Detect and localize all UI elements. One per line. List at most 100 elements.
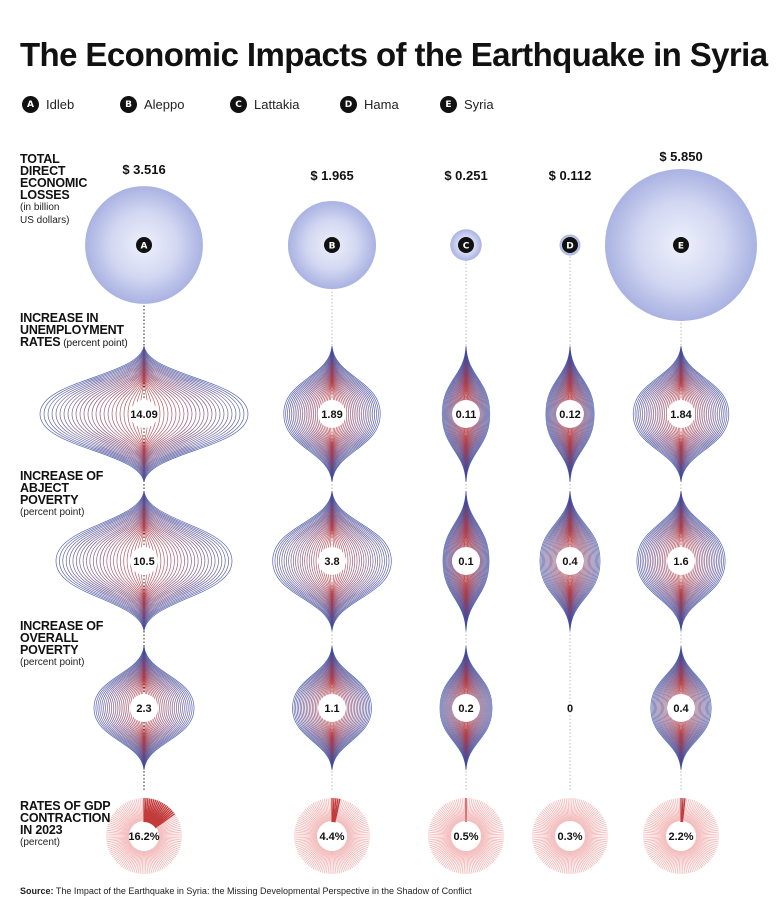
gdp-spoke — [344, 814, 365, 829]
gdp-spoke — [545, 847, 561, 866]
gdp-spoke — [452, 800, 461, 823]
gdp-spoke — [302, 845, 321, 861]
gdp-spoke — [156, 843, 177, 858]
gdp-spoke — [475, 806, 491, 825]
gdp-value-label: 16.2% — [128, 831, 159, 843]
gdp-spoke — [428, 829, 452, 835]
gdp-spoke — [676, 798, 680, 822]
gdp-spoke — [319, 850, 328, 873]
gdp-spoke — [301, 844, 321, 859]
gdp-spoke — [457, 798, 464, 822]
gdp-spoke — [567, 850, 570, 874]
gdp-spoke — [135, 798, 142, 822]
gdp-spoke — [584, 837, 608, 841]
gdp-spoke — [479, 818, 501, 830]
gdp-spoke — [540, 811, 559, 827]
gdp-spoke — [477, 845, 496, 861]
gdp-spoke — [342, 845, 361, 862]
gdp-spoke — [584, 823, 607, 832]
gdp-spoke — [431, 842, 453, 854]
gdp-spoke — [295, 840, 318, 849]
gdp-spoke — [476, 810, 495, 827]
gdp-spoke — [689, 847, 704, 867]
gdp-spoke — [567, 798, 570, 822]
gdp-spoke — [537, 843, 558, 858]
value-disc — [318, 400, 346, 428]
gdp-spoke — [534, 841, 557, 850]
gdp-center-disc — [556, 822, 584, 850]
gdp-spoke — [476, 808, 494, 826]
gdp-spoke — [584, 829, 608, 835]
gdp-spoke — [154, 845, 173, 862]
gdp-spoke — [319, 799, 328, 822]
gdp-spoke — [684, 799, 692, 822]
gdp-spoke — [547, 805, 562, 825]
gdp-spoke — [346, 839, 369, 847]
gdp-spoke — [339, 802, 352, 824]
gdp-spoke — [106, 837, 130, 841]
gdp-spoke — [584, 831, 608, 835]
gdp-spoke — [650, 844, 670, 859]
gdp-spoke — [573, 799, 581, 822]
gdp-spoke — [667, 800, 676, 823]
gdp-spoke — [690, 847, 706, 866]
gdp-spoke — [343, 811, 362, 827]
gdp-spoke — [556, 849, 565, 872]
legend-item-c: C Lattakia — [230, 96, 300, 113]
gdp-spoke — [343, 844, 363, 859]
gdp-spoke — [583, 820, 605, 831]
gdp-spoke — [304, 846, 322, 864]
gdp-spoke — [584, 833, 608, 836]
gdp-spoke — [692, 844, 712, 859]
gdp-spoke — [145, 850, 149, 874]
gdp-spoke — [119, 847, 135, 866]
overall-poverty-shape — [650, 645, 712, 771]
gdp-spoke — [110, 816, 132, 829]
gdp-spoke — [584, 837, 608, 843]
gdp-spoke — [323, 850, 330, 874]
gdp-spoke — [470, 850, 479, 873]
source-label: Source: — [20, 886, 54, 896]
gdp-spoke — [301, 813, 321, 828]
gdp-spoke — [297, 818, 319, 830]
row-title-line: OVERALL — [20, 631, 79, 645]
gdp-spoke — [446, 848, 459, 870]
gdp-spoke — [139, 798, 143, 822]
gdp-spoke — [661, 848, 674, 870]
gdp-spoke — [682, 798, 688, 822]
gdp-spoke — [346, 831, 370, 835]
gdp-spoke — [480, 836, 504, 839]
gdp-spoke — [106, 833, 130, 836]
gdp-spoke — [158, 839, 181, 847]
gdp-spoke — [339, 848, 354, 869]
gdp-spoke — [550, 848, 563, 870]
gdp-spoke — [695, 831, 719, 835]
gdp-spoke — [153, 847, 169, 866]
value-label: 1.6 — [673, 556, 688, 568]
gdp-spoke — [108, 822, 131, 831]
value-disc — [318, 694, 346, 722]
gdp-spoke — [479, 822, 502, 831]
gdp-spoke — [346, 837, 370, 843]
gdp-spoke — [557, 799, 566, 822]
gdp-spoke — [128, 849, 139, 871]
gdp-spoke — [158, 837, 182, 841]
loss-value-label: $ 1.965 — [310, 168, 353, 183]
value-label: 1.84 — [670, 409, 692, 421]
gdp-spoke — [643, 829, 667, 835]
gdp-spoke — [429, 840, 452, 849]
gdp-spoke — [345, 841, 368, 850]
row-title-line: CONTRACTION — [20, 811, 111, 825]
gdp-spoke — [652, 845, 671, 862]
legend-label-a: Idleb — [46, 97, 75, 112]
row-title-line: IN 2023 — [20, 823, 63, 837]
loss-value-label: $ 0.251 — [444, 168, 487, 183]
gdp-spoke — [296, 822, 319, 831]
gdp-spoke — [318, 849, 327, 872]
gdp-spoke — [678, 850, 681, 874]
gdp-spoke — [455, 799, 463, 822]
legend-label-e: Syria — [464, 97, 494, 112]
gdp-spoke — [151, 848, 166, 869]
gdp-spoke — [668, 850, 677, 873]
